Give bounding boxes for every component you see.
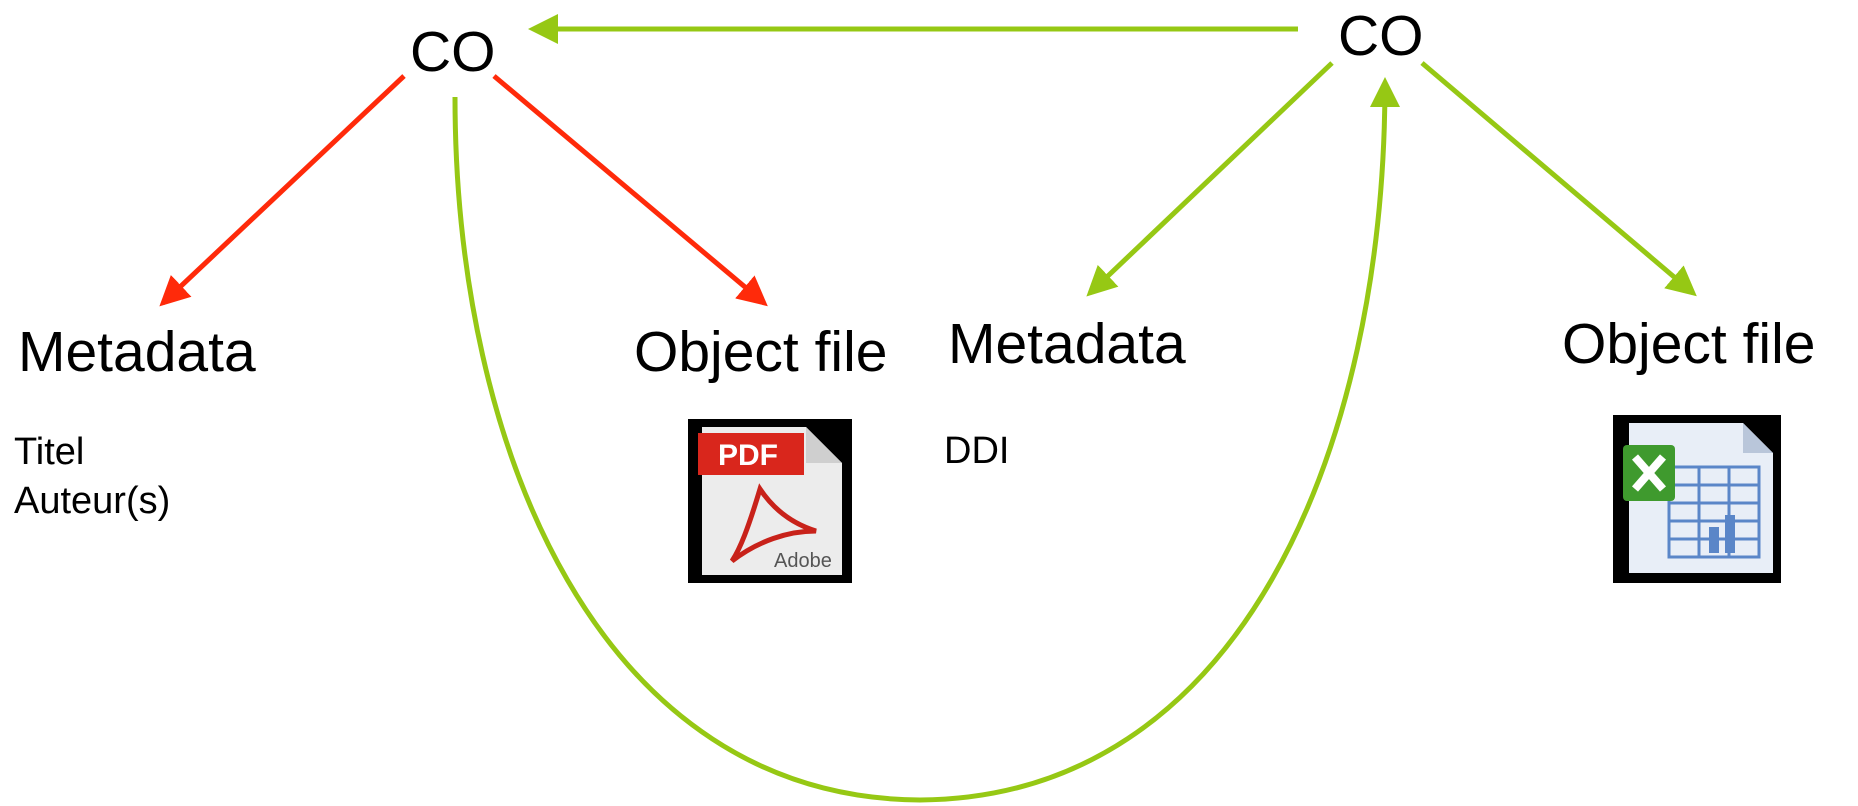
left-co-node: CO	[410, 20, 496, 84]
right-metadata-fields: DDI	[944, 427, 1009, 476]
right-metadata-label: Metadata	[948, 312, 1186, 376]
left-metadata-label: Metadata	[18, 320, 256, 384]
metadata-field-ddi: DDI	[944, 430, 1010, 472]
arrow-right-co-to-object-file	[1420, 61, 1697, 297]
left-object-file-label: Object file	[634, 320, 888, 384]
arrow-left-co-to-metadata	[159, 74, 406, 307]
arrow-left-co-to-right-co-curve	[452, 77, 1400, 803]
metadata-field-title: Titel	[14, 431, 85, 473]
left-metadata-fields: Titel Auteur(s)	[14, 428, 170, 527]
metadata-field-authors: Auteur(s)	[14, 480, 171, 523]
arrow-right-co-to-metadata	[1086, 61, 1334, 297]
pdf-file-icon: PDF Adobe	[688, 419, 852, 583]
right-co-node: CO	[1338, 4, 1424, 68]
arrow-left-co-to-object-file	[492, 74, 768, 307]
right-object-file-label: Object file	[1562, 312, 1816, 376]
pdf-badge-text: PDF	[718, 439, 778, 472]
excel-file-icon	[1613, 415, 1781, 583]
pdf-brand-text: Adobe	[774, 550, 832, 572]
